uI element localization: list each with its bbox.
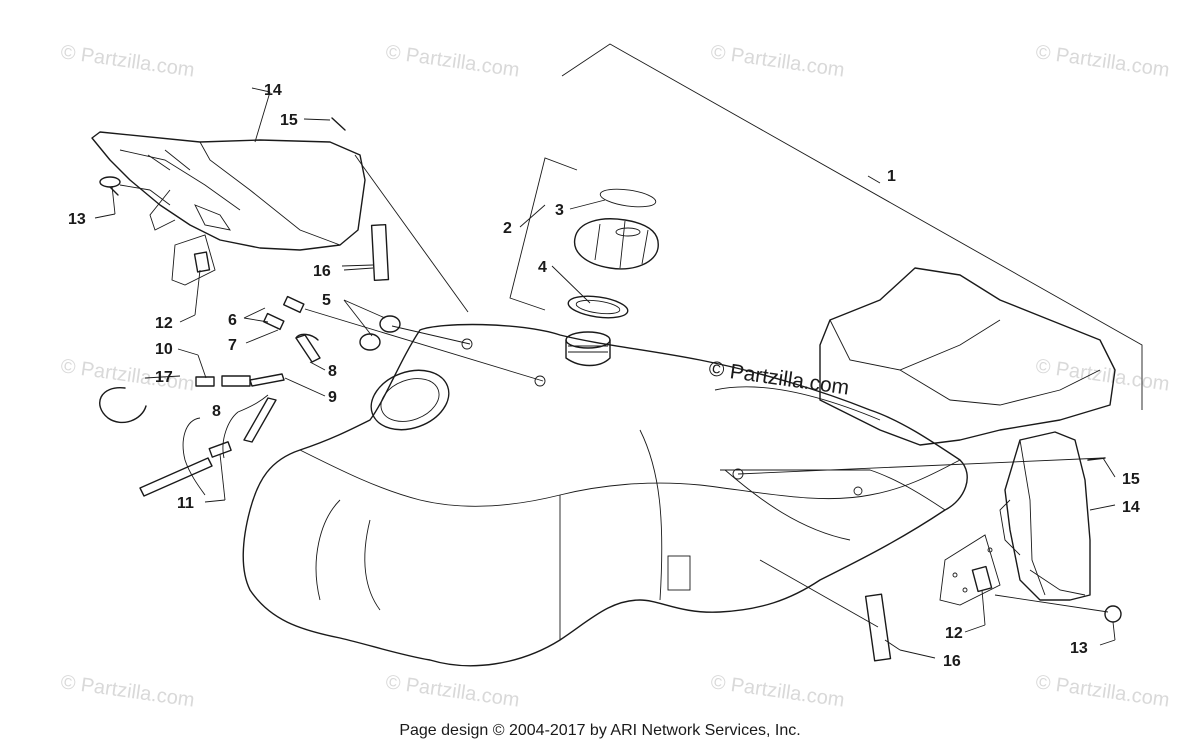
callout-labels: 1 2 3 4 5 6 7 8 8 9 10 11 12 12 13 13 14… [68, 82, 1140, 670]
cap-assembly-bracket [509, 157, 578, 311]
foam-strip-right [864, 593, 892, 662]
callout-12-right: 12 [945, 625, 963, 642]
callout-13-right: 13 [1070, 640, 1088, 657]
watermark: © Partzilla.com [59, 671, 196, 712]
grommet [359, 333, 381, 351]
assembly-bracket [561, 43, 1143, 410]
watermark: © Partzilla.com [1034, 671, 1171, 712]
callout-2: 2 [503, 220, 512, 237]
fasteners [99, 117, 1122, 623]
fuel-tank [242, 323, 968, 667]
watermark: © Partzilla.com [59, 41, 196, 82]
callout-1: 1 [887, 168, 896, 185]
watermark: © Partzilla.com [1034, 355, 1171, 396]
callout-14-right: 14 [1122, 499, 1140, 516]
vent-fittings [139, 295, 321, 497]
callout-9: 9 [328, 389, 337, 406]
callout-1-leader [867, 175, 881, 184]
callout-3: 3 [555, 202, 564, 219]
callout-11: 11 [177, 495, 194, 512]
tank-rear-extension [714, 267, 1116, 446]
callout-6: 6 [228, 312, 237, 329]
callout-14-left: 14 [264, 82, 282, 99]
leader-lines [94, 87, 1116, 659]
right-side-panel [999, 431, 1091, 601]
callout-16-right: 16 [943, 653, 961, 670]
callout-16-left: 16 [313, 263, 331, 280]
grommet [379, 315, 401, 333]
watermark: © Partzilla.com [1034, 41, 1171, 82]
hose-clamp [99, 387, 147, 424]
watermark: © Partzilla.com [384, 671, 521, 712]
callout-15-left: 15 [280, 112, 298, 129]
callout-13-left: 13 [68, 211, 86, 228]
watermark: © Partzilla.com [59, 355, 196, 396]
callout-10: 10 [155, 341, 173, 358]
callout-12-left: 12 [155, 315, 173, 332]
callout-4: 4 [538, 259, 547, 276]
left-side-panel [91, 131, 366, 251]
watermark: © Partzilla.com [709, 41, 846, 82]
callout-8-lower: 8 [212, 403, 221, 420]
left-bracket [171, 234, 216, 286]
callout-8-upper: 8 [328, 363, 337, 380]
fuel-cap [567, 188, 659, 319]
right-bracket [939, 534, 1001, 606]
foam-strip-left [370, 223, 390, 282]
callout-5: 5 [322, 292, 331, 309]
callout-17: 17 [155, 369, 173, 386]
watermark: © Partzilla.com [384, 41, 521, 82]
watermark: © Partzilla.com [709, 671, 846, 712]
watermark-center: © Partzilla.com [707, 357, 850, 399]
callout-7: 7 [228, 337, 237, 354]
page-footer: Page design © 2004-2017 by ARI Network S… [399, 722, 801, 739]
callout-15-right: 15 [1122, 471, 1140, 488]
